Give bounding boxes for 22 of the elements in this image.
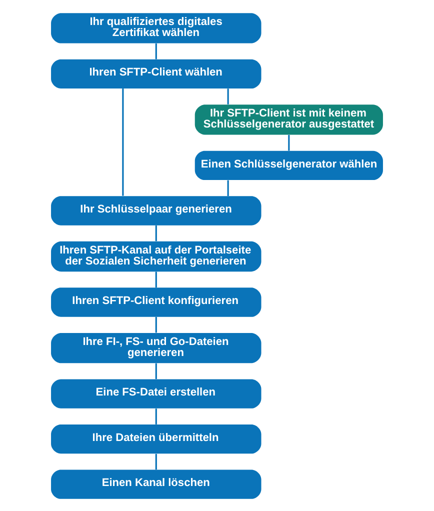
node-box: Eine FS-Datei erstellen bbox=[51, 378, 262, 408]
connector bbox=[155, 316, 157, 332]
node-box: Ihren SFTP-Client konfigurieren bbox=[51, 287, 262, 316]
connector bbox=[155, 362, 157, 379]
connector bbox=[227, 180, 229, 196]
connector bbox=[122, 88, 124, 196]
node-box: Ihr qualifiziertes digitales Zertifikat wählen bbox=[51, 12, 262, 43]
connector bbox=[288, 134, 290, 150]
node-box: Einen Kanal löschen bbox=[51, 469, 262, 498]
node-box: Einen Schlüsselgenerator wählen bbox=[194, 150, 383, 180]
node-box: Ihren SFTP-Client wählen bbox=[51, 58, 262, 88]
node-box: Ihre FI-, FS- und Go-Dateien generieren bbox=[51, 332, 262, 363]
node-box: Ihren SFTP-Kanal auf der Portalseite der Sozialen Sicherheit generieren bbox=[51, 240, 262, 272]
node-box: Ihre Dateien übermitteln bbox=[51, 424, 262, 454]
connector bbox=[155, 42, 157, 59]
node-box: Ihr SFTP-Client ist mit keinem Schlüsselgenerator ausgestattet bbox=[194, 104, 383, 134]
connector bbox=[155, 453, 157, 470]
connector bbox=[227, 88, 229, 104]
node-box: Ihr Schlüsselpaar generieren bbox=[51, 196, 262, 225]
connector bbox=[155, 408, 157, 424]
connector bbox=[155, 271, 157, 288]
connector bbox=[155, 224, 157, 241]
